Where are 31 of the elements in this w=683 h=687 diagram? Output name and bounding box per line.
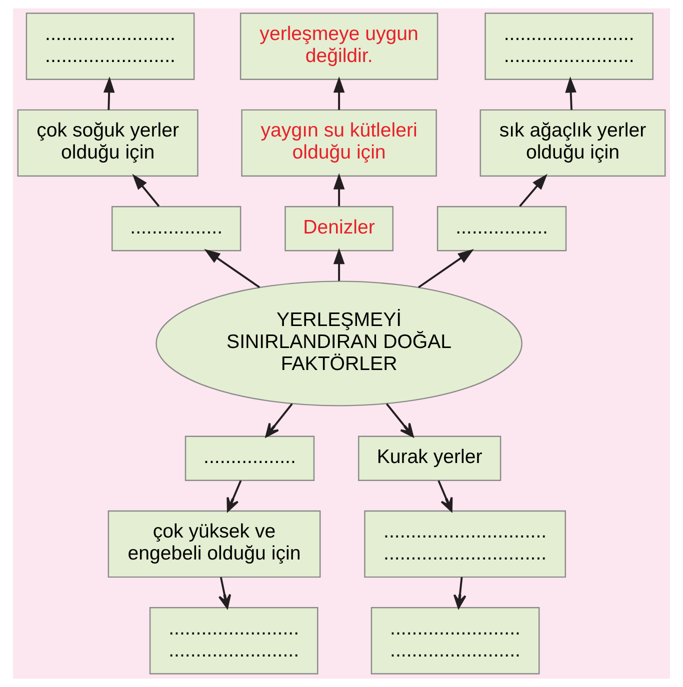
node-box: Kurak yerler [358, 436, 502, 482]
node-box: ................. [111, 206, 242, 252]
node-box: ........................ ........................ [370, 607, 540, 674]
arrow [204, 249, 260, 288]
arrow [333, 76, 345, 110]
arrow [438, 480, 453, 512]
arrow [103, 76, 115, 110]
arrow [386, 403, 414, 438]
node-box: .............................. .............................. [364, 510, 566, 578]
arrow [218, 576, 232, 609]
node-box: yerleşmeye uygun değildir. [240, 12, 438, 80]
arrow [132, 174, 160, 207]
arrow [333, 248, 345, 281]
node-box: Denizler [284, 206, 394, 252]
arrow [333, 173, 345, 206]
node-box: yaygın su kütleleri olduğu için [241, 109, 437, 177]
arrow [265, 403, 293, 438]
arrow [418, 249, 474, 288]
arrow [519, 174, 548, 207]
node-box: ................. [436, 206, 567, 252]
node-box: ........................ ........................ [26, 12, 195, 80]
arrow [226, 480, 242, 512]
node-box: çok yüksek ve engebeli olduğu için [108, 510, 321, 578]
node-box: ........................ ........................ [484, 12, 654, 80]
node-box: ........................ ........................ [149, 607, 318, 674]
arrow [453, 577, 466, 609]
node-box: ................. [184, 436, 315, 482]
node-box: sık ağaçlık yerler olduğu için [480, 109, 666, 177]
node-box: çok soğuk yerler olduğu için [17, 109, 198, 177]
node-ellipse: YERLEŞMEYİ SINIRLANDIRAN DOĞAL FAKTÖRLER [156, 280, 522, 406]
arrow [565, 76, 576, 110]
